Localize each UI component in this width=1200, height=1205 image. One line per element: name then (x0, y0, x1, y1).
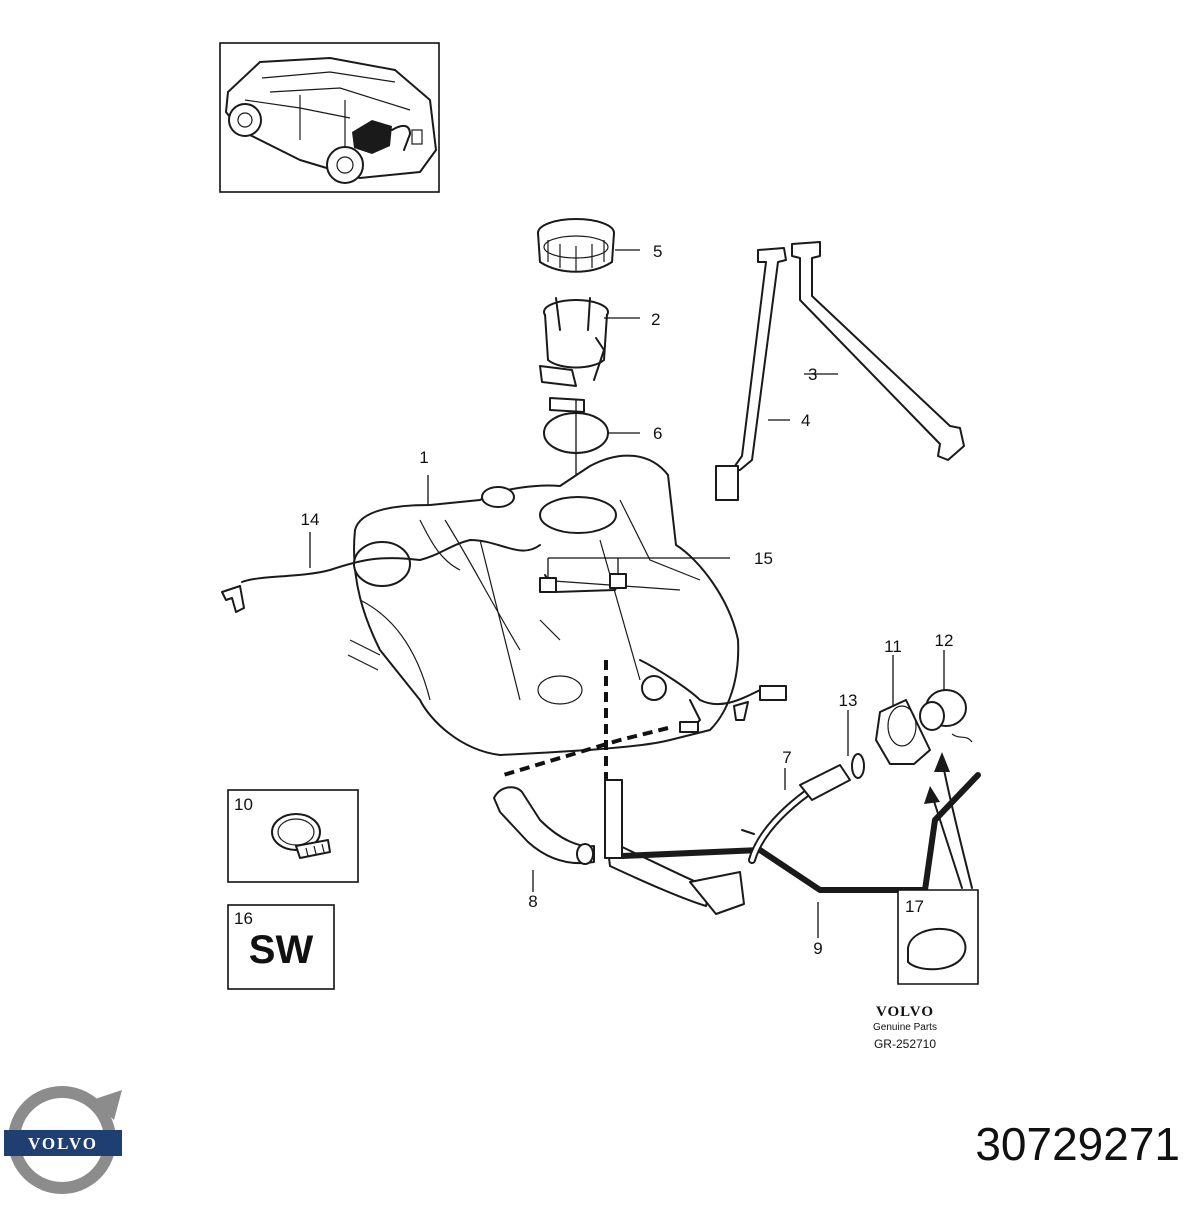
callout-15: 15 (754, 549, 773, 568)
callout-16: 16 (234, 909, 253, 928)
arrow-head-2 (924, 786, 940, 804)
callout-14: 14 (301, 510, 320, 529)
callout-13: 13 (839, 691, 858, 710)
part-fuel-cap (919, 689, 973, 743)
callout-2: 2 (651, 310, 660, 329)
callout-12: 12 (935, 631, 954, 650)
genuine-parts-text: Genuine Parts (873, 1022, 937, 1033)
callout-7: 7 (782, 748, 791, 767)
callout-17: 17 (905, 897, 924, 916)
part-fuel-tank (347, 454, 787, 756)
inset-box-pad: 17 (897, 889, 979, 985)
diagram-brand-block: VOLVO Genuine Parts GR-252710 (873, 1004, 937, 1051)
filler-neck-port (481, 486, 515, 508)
part-filler-hose (493, 786, 745, 915)
arrow-head-1 (934, 752, 950, 772)
callout-9: 9 (813, 939, 822, 958)
diagram-reference: GR-252710 (874, 1037, 936, 1051)
callout-6: 6 (653, 424, 662, 443)
sw-label: SW (249, 928, 314, 972)
callout-10: 10 (234, 795, 253, 814)
part-fuel-pump (539, 297, 609, 413)
volvo-logo: VOLVO (4, 1086, 122, 1194)
connector-dash-diagonal (499, 726, 669, 778)
part-tank-straps (715, 241, 965, 501)
part-o-ring (851, 753, 865, 779)
inset-box-clamp: 10 (227, 789, 359, 883)
logo-text: VOLVO (28, 1134, 98, 1153)
strap-bracket (715, 465, 739, 501)
callout-1: 1 (419, 448, 428, 467)
callout-3: 3 (808, 365, 817, 384)
callout-8: 8 (528, 892, 537, 911)
part-vent-hose (221, 539, 541, 613)
logo-arrow (92, 1090, 122, 1120)
inset-box-sw: 16 SW (227, 904, 335, 990)
part-filler-pipe (741, 764, 851, 864)
callout-numbers: 1 2 3 4 5 6 7 8 9 11 12 13 14 15 (301, 242, 954, 958)
arrow-line-1 (941, 759, 973, 889)
pipe-junction (604, 779, 623, 859)
part-number: 30729271 (975, 1118, 1180, 1170)
callout-11: 11 (884, 637, 902, 656)
part-locking-ring (537, 218, 615, 273)
tank-bulge (353, 541, 411, 587)
car-illustration (225, 57, 437, 184)
brand-wordmark: VOLVO (876, 1004, 934, 1020)
car-locator-inset (219, 42, 440, 193)
callout-5: 5 (653, 242, 662, 261)
part-filler-housing (875, 699, 931, 765)
callout-leaders (309, 249, 945, 938)
callout-4: 4 (801, 411, 810, 430)
part-vent-pipe (619, 772, 981, 893)
pump-opening (539, 496, 617, 534)
logo-bar (4, 1130, 122, 1156)
pad-icon (907, 928, 967, 971)
fuel-tank-highlight (352, 120, 392, 154)
